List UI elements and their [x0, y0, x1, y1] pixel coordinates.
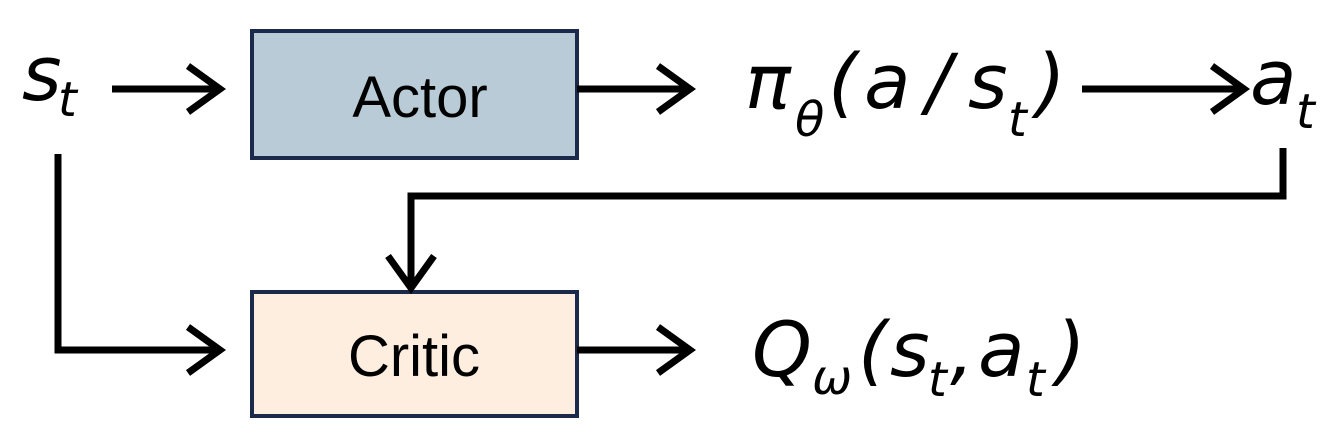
policy-symbol: π	[745, 37, 792, 126]
q-close-paren: )	[1051, 305, 1086, 394]
q-arg-state: s	[890, 305, 930, 394]
edge-state-to-critic	[54, 154, 226, 376]
policy-arg-action: a	[864, 37, 911, 126]
policy-open-paren: (	[828, 37, 861, 126]
policy-subscript: θ	[795, 92, 824, 148]
q-arg-action-subscript: t	[1026, 352, 1047, 408]
policy-separator: /	[920, 37, 959, 126]
policy-arg-state: s	[968, 37, 1008, 126]
action-symbol: a	[1250, 33, 1297, 122]
state-symbol: s	[22, 29, 62, 118]
q-symbol: Q	[752, 305, 812, 394]
state-subscript: t	[58, 72, 79, 128]
edge-action-to-critic	[385, 148, 1287, 294]
q-separator: ,	[950, 305, 974, 394]
edge-state-to-actor	[112, 63, 226, 115]
critic-box	[250, 290, 579, 418]
q-arg-action: a	[978, 305, 1025, 394]
policy-arg-state-subscript: t	[1008, 92, 1029, 148]
q-open-paren: (	[858, 305, 891, 394]
edge-policy-to-action	[1082, 63, 1250, 115]
edge-actor-to-policy	[577, 63, 696, 115]
actor-label: Actor	[352, 65, 487, 130]
q-arg-state-subscript: t	[928, 352, 949, 408]
action-subscript: t	[1296, 84, 1317, 140]
actor-box	[250, 29, 579, 160]
policy-close-paren: )	[1031, 37, 1066, 126]
critic-label: Critic	[348, 324, 480, 389]
q-subscript: ω	[812, 350, 852, 406]
edge-critic-to-qvalue	[577, 324, 696, 376]
